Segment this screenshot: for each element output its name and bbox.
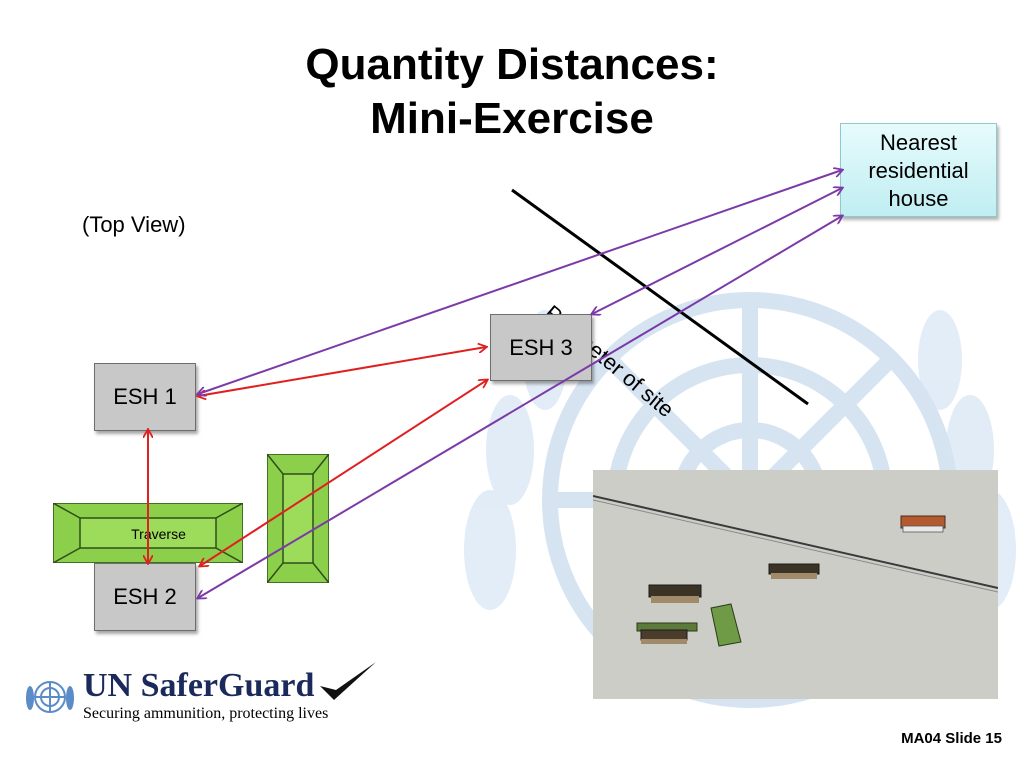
arrow-esh1-esh3 [198, 347, 486, 396]
arrow-esh1-house [198, 170, 842, 394]
checkmark-icon [320, 662, 376, 700]
esh-2-label: ESH 2 [113, 584, 177, 609]
esh-2-box: ESH 2 [94, 563, 196, 631]
site-render-drawing [592, 470, 999, 699]
arrow-esh3-house [592, 188, 842, 314]
nearest-house-line-1: Nearest [879, 130, 958, 155]
un-emblem-icon [26, 681, 74, 713]
arrow-esh2-esh3 [200, 380, 487, 566]
page-title: Quantity Distances: Mini-Exercise [0, 38, 1024, 146]
nearest-house-line-3: house [888, 186, 949, 211]
logo-name: UN SaferGuard [83, 667, 315, 704]
nearest-house-box: Nearest residential house [840, 123, 997, 217]
esh-1-label: ESH 1 [113, 384, 177, 409]
title-line-1: Quantity Distances: [305, 40, 719, 89]
arrow-esh2-house [198, 216, 842, 598]
logo-tagline: Securing ammunition, protecting lives [83, 705, 329, 722]
site-render-image [592, 470, 999, 699]
title-line-2: Mini-Exercise [370, 94, 654, 143]
slide-number: MA04 Slide 15 [901, 730, 1002, 747]
view-caption: (Top View) [82, 212, 186, 237]
nearest-house-line-2: residential [868, 158, 969, 183]
